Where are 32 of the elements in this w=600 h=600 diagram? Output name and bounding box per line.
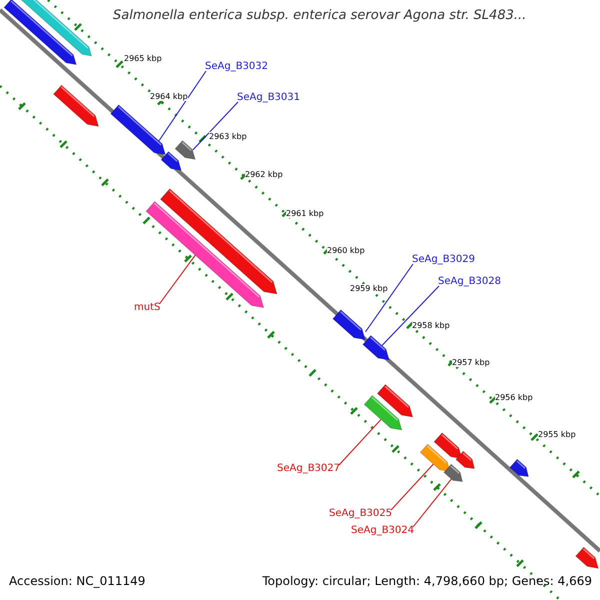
leader-line <box>338 418 382 466</box>
gene-label: SeAg_B3028 <box>438 276 501 287</box>
gene-segment <box>362 335 390 360</box>
scale-label: 2960 kbp <box>327 246 365 255</box>
leader-line <box>390 464 434 510</box>
gene-segment <box>420 444 450 472</box>
scale-label: 2956 kbp <box>495 393 533 402</box>
leader-line <box>158 254 196 304</box>
scale-label: 2955 kbp <box>538 430 576 439</box>
leader-line <box>158 70 206 142</box>
info-text: Accession: NC_011149 <box>9 574 146 588</box>
gene-label: SeAg_B3027 <box>277 463 340 474</box>
gene-label: SeAg_B3031 <box>237 92 300 103</box>
gene-segment <box>364 395 402 430</box>
scale-label: 2957 kbp <box>452 358 490 367</box>
gene-label: SeAg_B3032 <box>205 61 268 72</box>
gene-label: SeAg_B3029 <box>412 254 475 265</box>
info-text: Topology: circular; Length: 4,798,660 bp; Genes: 4,669 <box>262 574 592 588</box>
leader-line <box>412 478 452 528</box>
leader-line <box>192 102 238 150</box>
gene-label: mutS <box>134 302 160 313</box>
title-text: Salmonella enterica subsp. enterica serovar Agona str. SL483... <box>113 8 526 23</box>
scale-label: 2961 kbp <box>286 209 324 218</box>
gene-label: SeAg_B3024 <box>351 525 414 536</box>
gene-segment <box>174 140 196 160</box>
leader-line <box>382 286 440 346</box>
gene-label: SeAg_B3025 <box>329 508 392 519</box>
leader-line <box>364 264 414 332</box>
scale-label: 2965 kbp <box>124 54 162 63</box>
gene-segment <box>110 104 166 156</box>
gene-segment <box>332 309 366 340</box>
gene-segment <box>443 464 463 482</box>
